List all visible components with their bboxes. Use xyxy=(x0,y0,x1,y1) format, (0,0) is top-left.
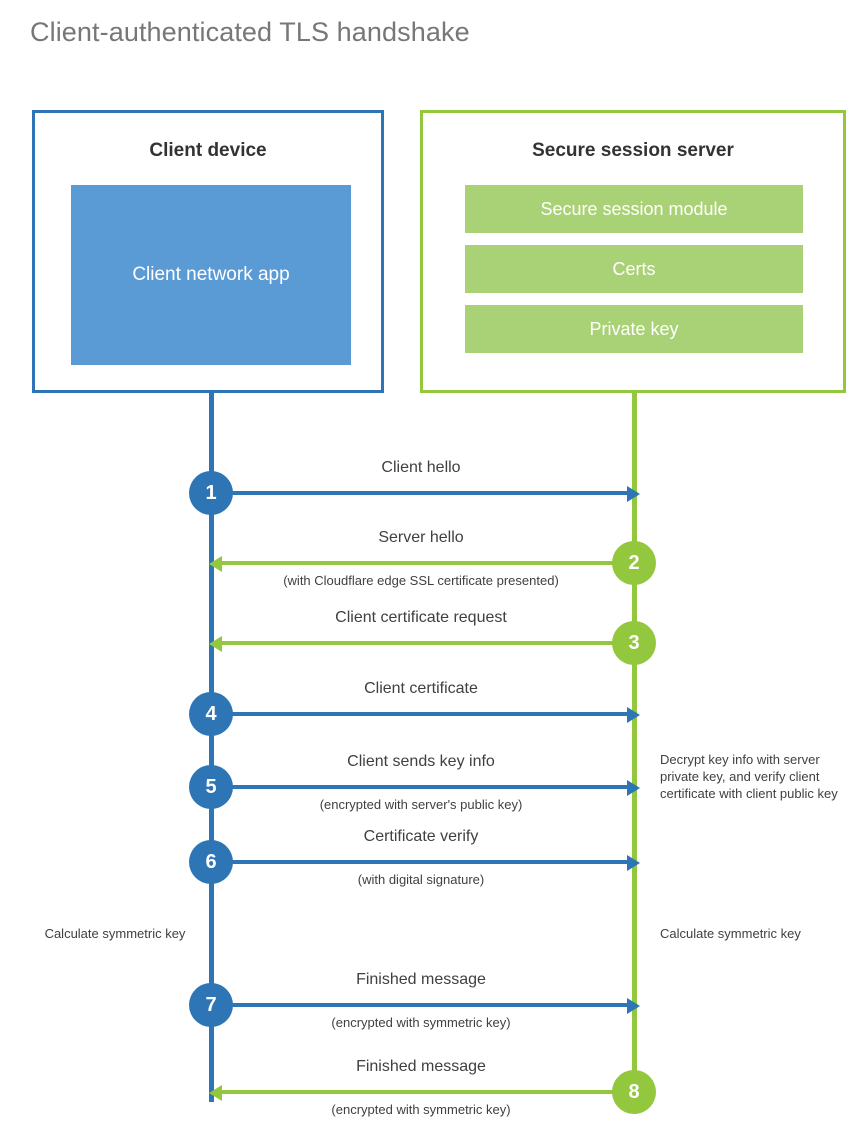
step-5-arrow-head-icon xyxy=(627,780,640,796)
step-2-label: Server hello xyxy=(378,529,464,546)
step-1-arrow-shaft xyxy=(211,491,629,495)
step-3-arrow-head-icon xyxy=(209,636,222,652)
step-4-arrow-head-icon xyxy=(627,707,640,723)
step-4-arrow-shaft xyxy=(211,712,629,716)
step-8-arrow-head-icon xyxy=(209,1085,222,1101)
client-network-app-block: Client network app xyxy=(71,185,351,365)
client-lifeline xyxy=(209,393,214,1102)
step-7-label: Finished message xyxy=(356,971,486,988)
step-3-arrow-shaft xyxy=(214,641,632,645)
annotation-server-calculate-symmetric-key: Calculate symmetric key xyxy=(660,926,801,941)
step-6-sublabel: (with digital signature) xyxy=(357,872,485,887)
step-2-arrow-head-icon xyxy=(209,556,222,572)
server-module-list: Secure session module Certs Private key xyxy=(465,185,803,353)
server-module-secure-session: Secure session module xyxy=(465,185,803,233)
server-module-private-key: Private key xyxy=(465,305,803,353)
step-6-label: Certificate verify xyxy=(363,828,479,845)
step-7-arrow-shaft xyxy=(211,1003,629,1007)
client-device-title: Client device xyxy=(149,140,267,161)
step-8-circle: 8 xyxy=(612,1070,656,1114)
step-6-arrow-head-icon xyxy=(627,855,640,871)
step-4-circle: 4 xyxy=(189,692,233,736)
annotation-client-calculate-symmetric-key: Calculate symmetric key xyxy=(44,926,186,941)
step-1-label: Client hello xyxy=(381,459,461,476)
step-5-label: Client sends key info xyxy=(347,753,495,770)
step-7-circle: 7 xyxy=(189,983,233,1027)
step-7-arrow-head-icon xyxy=(627,998,640,1014)
step-5-circle: 5 xyxy=(189,765,233,809)
server-module-certs: Certs xyxy=(465,245,803,293)
step-5-sublabel: (encrypted with server's public key) xyxy=(319,797,523,812)
server-lifeline xyxy=(632,393,637,1093)
step-1-circle: 1 xyxy=(189,471,233,515)
step-8-arrow-shaft xyxy=(214,1090,632,1094)
client-device-box: Client device Client network app xyxy=(32,110,384,393)
step-3-circle: 3 xyxy=(612,621,656,665)
step-8-sublabel: (encrypted with symmetric key) xyxy=(331,1102,511,1117)
step-2-circle: 2 xyxy=(612,541,656,585)
annotation-server-decrypt: Decrypt key info with server private key… xyxy=(660,752,838,801)
step-5-arrow-shaft xyxy=(211,785,629,789)
secure-session-server-title: Secure session server xyxy=(532,140,734,161)
step-7-sublabel: (encrypted with symmetric key) xyxy=(331,1015,511,1030)
step-6-circle: 6 xyxy=(189,840,233,884)
page-title: Client-authenticated TLS handshake xyxy=(30,17,470,47)
step-4-label: Client certificate xyxy=(364,680,478,697)
step-8-label: Finished message xyxy=(356,1058,486,1075)
step-2-sublabel: (with Cloudflare edge SSL certificate pr… xyxy=(283,573,559,588)
step-1-arrow-head-icon xyxy=(627,486,640,502)
step-2-arrow-shaft xyxy=(214,561,632,565)
secure-session-server-box: Secure session server Secure session mod… xyxy=(420,110,846,393)
step-6-arrow-shaft xyxy=(211,860,629,864)
step-3-label: Client certificate request xyxy=(335,609,507,626)
